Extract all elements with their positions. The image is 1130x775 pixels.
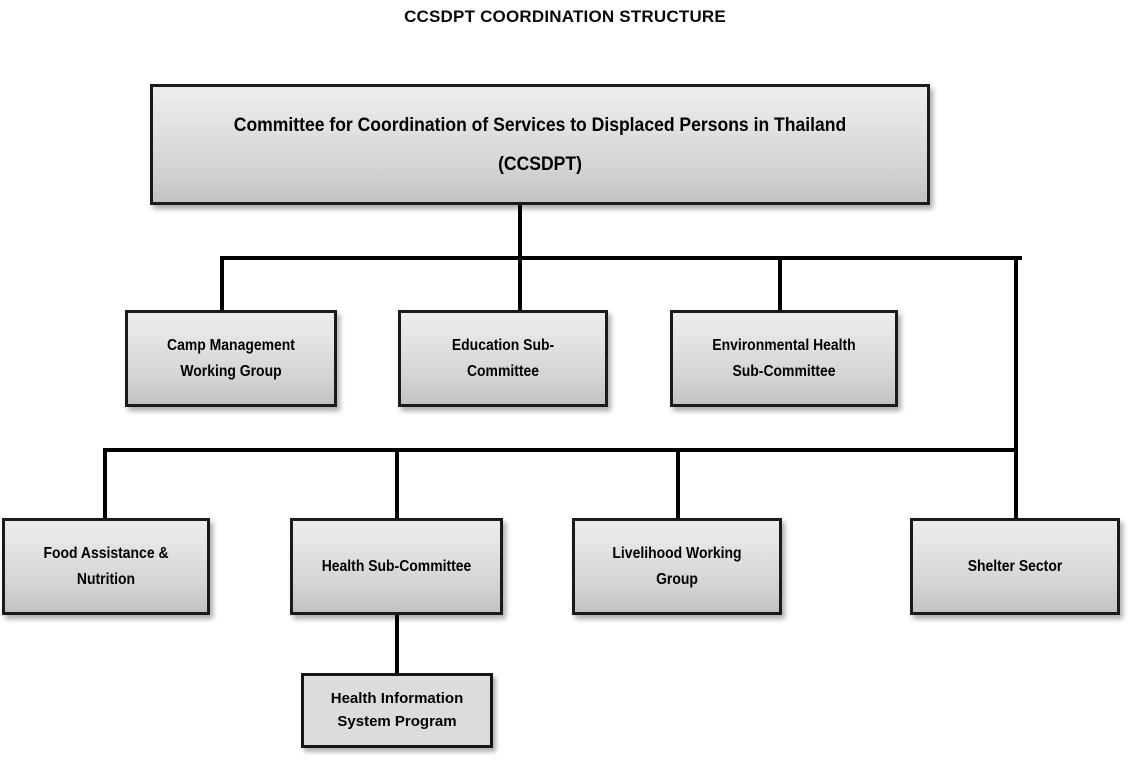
connector-drop-environmental-health <box>778 256 782 312</box>
node-label: Environmental Health Sub-Committee <box>712 337 856 380</box>
node-ccsdpt-committee[interactable]: Committee for Coordination of Services t… <box>150 84 930 205</box>
node-education-sub-committee[interactable]: Education Sub- Committee <box>398 310 608 407</box>
node-livelihood-working-group[interactable]: Livelihood Working Group <box>572 518 782 615</box>
node-health-sub-committee[interactable]: Health Sub-Committee <box>290 518 503 615</box>
connector-bus-level2 <box>222 256 1022 260</box>
connector-drop-food-assistance <box>103 448 107 520</box>
connector-bus-level3 <box>105 448 1018 452</box>
node-label: Camp Management Working Group <box>167 337 295 380</box>
node-camp-management-working-group[interactable]: Camp Management Working Group <box>125 310 337 407</box>
page-title: CCSDPT COORDINATION STRUCTURE <box>404 7 726 26</box>
node-label: Committee for Coordination of Services t… <box>233 113 847 175</box>
connector-drop-camp-management <box>220 256 224 312</box>
node-label: Livelihood Working Group <box>612 545 742 588</box>
connector-root-stem <box>518 205 522 260</box>
connector-drop-education <box>518 256 522 312</box>
connector-drop-health <box>395 448 399 520</box>
node-health-information-system-program[interactable]: Health Information System Program <box>301 673 493 748</box>
node-shelter-sector[interactable]: Shelter Sector <box>910 518 1120 615</box>
node-label: Shelter Sector <box>967 557 1063 575</box>
node-environmental-health-sub-committee[interactable]: Environmental Health Sub-Committee <box>670 310 898 407</box>
connector-drop-health-information-system <box>395 613 399 675</box>
node-label: Education Sub- Committee <box>451 337 555 380</box>
node-label: Food Assistance & Nutrition <box>43 545 169 588</box>
node-label: Health Sub-Committee <box>321 557 472 575</box>
node-label: Health Information System Program <box>330 690 464 730</box>
connector-right-rail <box>1014 256 1018 520</box>
node-food-assistance-and-nutrition[interactable]: Food Assistance & Nutrition <box>2 518 210 615</box>
connector-drop-livelihood <box>676 448 680 520</box>
